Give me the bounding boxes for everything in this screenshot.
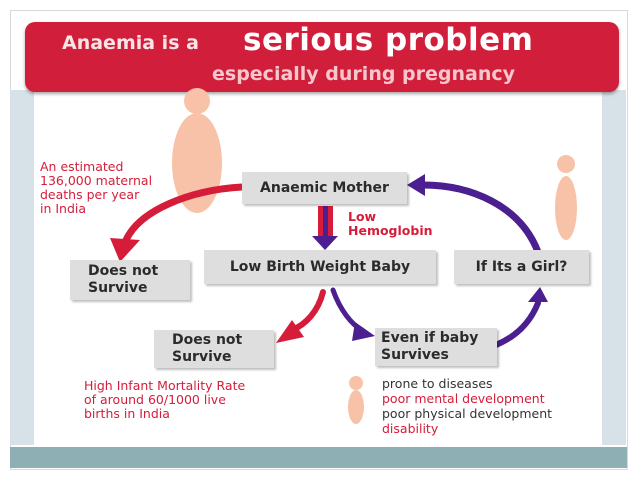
node-mother-not-survive: Does not Survive (70, 260, 190, 300)
baby-figure-icon (348, 376, 364, 424)
right-stripe (602, 90, 626, 445)
outcome-item: poor physical development (382, 406, 553, 421)
note-infant-mortality: High Infant Mortality Rate of around 60/… (84, 379, 245, 421)
girl-figure-icon (555, 155, 577, 240)
outcome-item: disability (382, 421, 439, 436)
node-if-girl: If Its a Girl? (454, 250, 589, 284)
node-baby-not-survive-line1: Does not (172, 332, 243, 348)
left-stripe (10, 90, 34, 445)
arrow-survives-to-girl (493, 287, 548, 348)
arrow-girl-to-mother (407, 174, 542, 256)
node-mother-not-survive-line1: Does not (88, 263, 159, 279)
node-mother-not-survive-line2: Survive (88, 280, 148, 296)
title-part-2: serious problem (243, 22, 534, 58)
node-if-girl-label: If Its a Girl? (475, 258, 568, 275)
note-maternal-line3: deaths per year (40, 187, 140, 202)
note-infant-line1: High Infant Mortality Rate (84, 378, 246, 393)
note-infant-line2: of around 60/1000 live (84, 392, 226, 407)
arrow-baby-to-not-survive (276, 289, 326, 343)
note-maternal-deaths: An estimated 136,000 maternal deaths per… (40, 160, 152, 216)
note-maternal-line2: 136,000 maternal (40, 173, 153, 188)
node-baby-not-survive-line2: Survive (172, 349, 232, 365)
note-infant-line3: births in India (84, 406, 170, 421)
arrow-baby-to-survives (330, 287, 375, 341)
label-low-hemoglobin: Low Hemoglobin (348, 210, 433, 238)
note-maternal-line1: An estimated (40, 159, 124, 174)
label-low-hemoglobin-line2: Hemoglobin (348, 223, 433, 238)
title-part-3: especially during pregnancy (212, 63, 516, 85)
node-baby-survives: Even if baby Survives (375, 328, 497, 366)
node-low-birth-weight-label: Low Birth Weight Baby (229, 258, 411, 275)
note-maternal-line4: in India (40, 201, 87, 216)
node-baby-survives-line1: Even if baby (381, 330, 479, 346)
node-anaemic-mother-label: Anaemic Mother (260, 179, 389, 196)
node-low-birth-weight: Low Birth Weight Baby (204, 250, 436, 284)
outcome-item: prone to diseases (382, 376, 493, 391)
arrow-mother-to-baby (312, 206, 338, 250)
bottom-band (10, 447, 627, 468)
title-part-1: Anaemia is a (62, 32, 199, 54)
arrow-mother-to-not-survive (110, 183, 246, 262)
outcomes-list: prone to diseases poor mental developmen… (382, 376, 552, 436)
node-baby-survives-line2: Survives (381, 347, 449, 363)
node-anaemic-mother: Anaemic Mother (242, 172, 407, 204)
label-low-hemoglobin-line1: Low (348, 209, 377, 224)
title-banner (25, 22, 619, 92)
outcome-item: poor mental development (382, 391, 545, 406)
node-baby-not-survive: Does not Survive (154, 330, 274, 368)
